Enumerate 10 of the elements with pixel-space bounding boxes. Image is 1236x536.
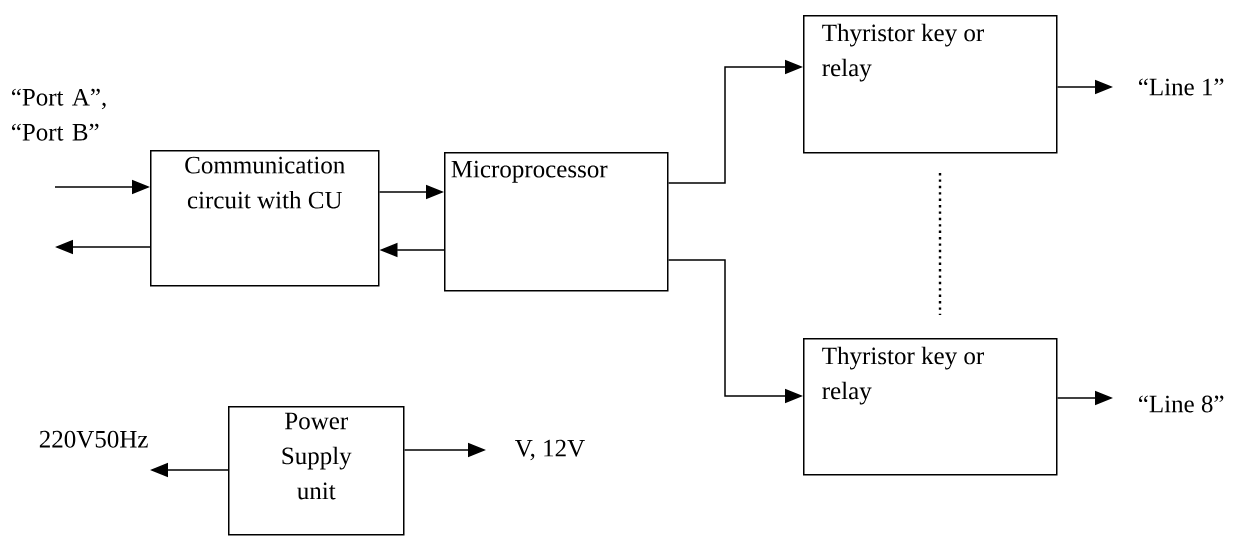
block-box: Communication circuit with CU	[150, 150, 380, 287]
output-label: “Line 1”	[1138, 78, 1224, 96]
port-label: “Port A”, “Port B”	[11, 88, 106, 141]
port-label: 220V50Hz	[39, 430, 148, 448]
output-label: “Line 8”	[1138, 395, 1224, 413]
output-label: V, 12V	[515, 439, 585, 461]
block-box: Thyristor key or relay	[803, 15, 1058, 154]
block-box: Thyristor key or relay	[803, 338, 1058, 476]
block-box: Power Supply unit	[228, 406, 405, 536]
block-box: Microprocessor	[444, 152, 669, 292]
